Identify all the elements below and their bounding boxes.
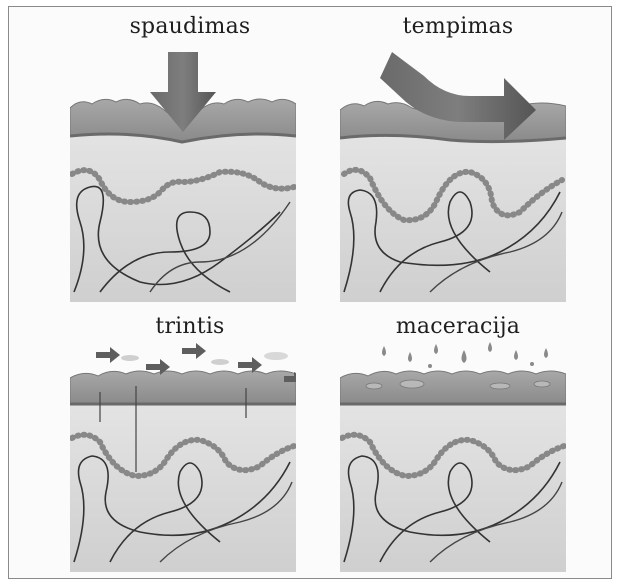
label-trintis: trintis [70,314,310,339]
water-droplets-icon [382,342,548,368]
panel-pressure [70,52,296,247]
label-spaudimas: spaudimas [70,14,310,39]
label-maceracija: maceracija [338,314,578,339]
panel-friction [70,342,296,537]
panel-shear [340,52,566,247]
label-tempimas: tempimas [338,14,578,39]
panel-maceration [340,342,566,537]
